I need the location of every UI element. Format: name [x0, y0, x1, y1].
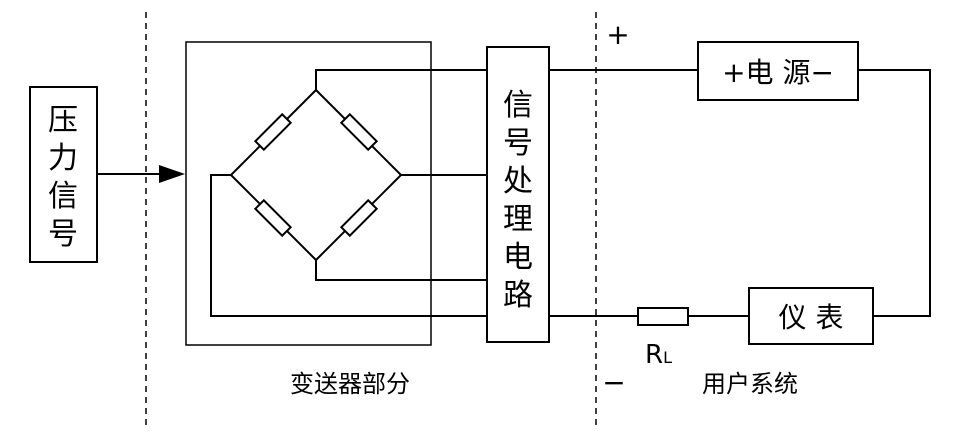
- signal-processing-char-6: 路: [503, 278, 533, 313]
- bridge-resistor-3: [253, 198, 293, 238]
- power-supply-label: +电 源−: [722, 56, 834, 89]
- minus-sign: −: [602, 366, 625, 399]
- signal-processing-char-2: 号: [503, 126, 533, 161]
- signal-processing-char-1: 信: [503, 88, 533, 123]
- bridge-resistor-4: [339, 198, 379, 238]
- load-resistor-main: R: [645, 340, 663, 370]
- user-system-label: 用户系统: [702, 370, 798, 398]
- input-arrowhead: [159, 165, 185, 183]
- signal-processing-char-5: 电: [503, 240, 533, 275]
- pressure-signal-char-3: 信: [48, 179, 78, 214]
- pressure-signal-char-1: 压: [48, 103, 78, 138]
- pressure-signal-char-4: 号: [48, 217, 78, 252]
- pressure-signal-box: [29, 86, 98, 263]
- signal-processing-char-4: 理: [503, 202, 533, 237]
- pressure-signal-char-2: 力: [48, 141, 78, 176]
- bridge-resistor-1: [253, 112, 293, 152]
- meter-label: 仪 表: [779, 301, 844, 334]
- load-resistor-subscript: L: [663, 348, 672, 367]
- signal-processing-char-3: 处: [503, 164, 533, 199]
- power-supply-box: [697, 41, 859, 101]
- transmitter-frame: [185, 41, 432, 346]
- meter-box: [748, 287, 874, 345]
- loop-right-wire: [858, 69, 931, 317]
- load-resistor-label: RL: [645, 340, 672, 370]
- bridge-resistor-2: [339, 112, 379, 152]
- bridge-bottom-wire: [315, 260, 487, 281]
- bridge-top-wire: [315, 69, 487, 90]
- load-resistor: [637, 307, 689, 326]
- plus-sign: +: [606, 18, 629, 51]
- signal-processing-box: [486, 46, 550, 343]
- bridge-left-return-wire: [210, 174, 487, 317]
- transmitter-section-label: 变送器部分: [290, 370, 410, 398]
